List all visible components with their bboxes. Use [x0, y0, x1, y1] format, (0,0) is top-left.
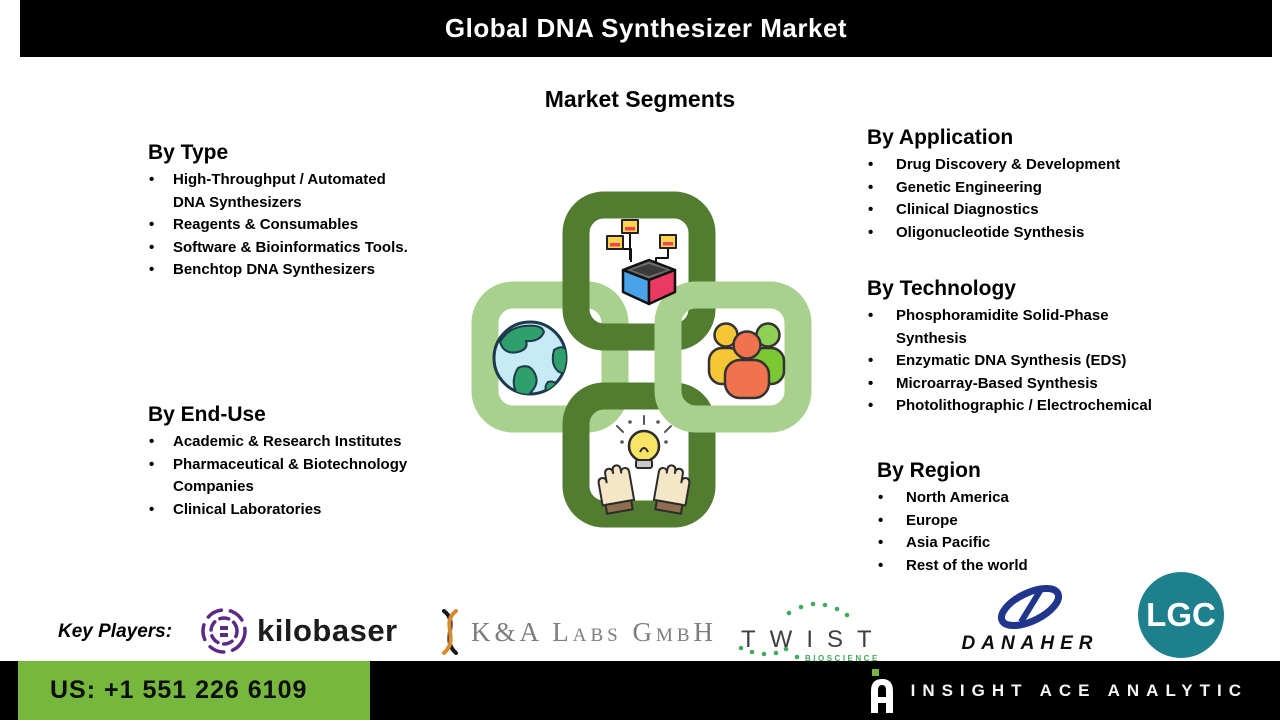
segment-heading: By Technology: [867, 277, 1016, 300]
link-left: [471, 281, 629, 433]
idea-hands-icon: [597, 415, 691, 515]
link-top: [562, 191, 716, 351]
title-bar: Global DNA Synthesizer Market: [20, 0, 1272, 57]
segment-list: High-Throughput / Automated DNA Synthesi…: [143, 169, 408, 282]
page-title: Global DNA Synthesizer Market: [444, 13, 848, 43]
segment-item: Drug Discovery & Development: [862, 154, 1182, 177]
segment-by-end-use: By End-Use Academic & Research Institute…: [143, 403, 408, 521]
segment-list: Phosphoramidite Solid-Phase Synthesis En…: [862, 305, 1168, 418]
segment-by-technology: By Technology Phosphoramidite Solid-Phas…: [862, 277, 1168, 418]
segment-item: Phosphoramidite Solid-Phase Synthesis: [862, 305, 1168, 350]
segment-item: Clinical Laboratories: [143, 499, 408, 522]
segment-list: North America Europe Asia Pacific Rest o…: [872, 487, 1172, 577]
segment-item: Asia Pacific: [872, 532, 1172, 555]
segment-item: Pharmaceutical & Biotechnology Companies: [143, 454, 408, 499]
lgc-wordmark: LGC: [1146, 596, 1216, 633]
phone-number: US: +1 551 226 6109: [50, 676, 308, 704]
chain-links-svg: [471, 191, 812, 528]
lgc-logo: LGC: [1138, 572, 1224, 658]
segment-item: Rest of the world: [872, 555, 1172, 578]
ka-labs-wordmark: K&A Labs GmbH: [471, 616, 718, 647]
segment-by-region: By Region North America Europe Asia Paci…: [872, 459, 1172, 577]
segment-item: High-Throughput / Automated DNA Synthesi…: [143, 169, 408, 214]
brand-name: INSIGHT ACE ANALYTIC: [910, 680, 1248, 700]
segment-by-application: By Application Drug Discovery & Developm…: [862, 126, 1182, 244]
ka-labs-logo: K&A Labs GmbH: [438, 608, 717, 656]
segment-heading: By End-Use: [148, 403, 266, 426]
segment-item: Microarray-Based Synthesis: [862, 373, 1168, 396]
subtitle: Market Segments: [544, 86, 736, 112]
segment-item: Academic & Research Institutes: [143, 431, 408, 454]
insight-ace-brand: INSIGHT ACE ANALYTIC: [869, 661, 1248, 720]
danaher-emblem-icon: [997, 584, 1063, 630]
segment-item: North America: [872, 487, 1172, 510]
segment-heading: By Region: [877, 459, 981, 482]
segment-item: Genetic Engineering: [862, 177, 1182, 200]
segment-item: Reagents & Consumables: [143, 214, 408, 237]
danaher-logo: DANAHER: [952, 584, 1108, 660]
link-bottom: [562, 382, 716, 528]
key-players-label: Key Players:: [58, 621, 173, 642]
kilobaser-logo: kilobaser: [198, 604, 398, 658]
phone-box: US: +1 551 226 6109: [18, 661, 370, 720]
segment-list: Academic & Research Institutes Pharmaceu…: [143, 431, 408, 521]
segment-item: Enzymatic DNA Synthesis (EDS): [862, 350, 1168, 373]
segment-by-type: By Type High-Throughput / Automated DNA …: [143, 141, 408, 282]
segment-list: Drug Discovery & Development Genetic Eng…: [862, 154, 1182, 244]
globe-icon: [492, 320, 568, 396]
segment-heading: By Type: [148, 141, 229, 164]
dna-helix-icon: [442, 609, 458, 655]
segment-item: Clinical Diagnostics: [862, 199, 1182, 222]
twist-wordmark: TWIST: [741, 626, 886, 653]
segment-item: Software & Bioinformatics Tools.: [143, 237, 408, 260]
network-cube-icon: [606, 219, 677, 306]
people-group-icon: [707, 322, 786, 400]
segment-item: Oligonucleotide Synthesis: [862, 222, 1182, 245]
kilobaser-icon: [201, 608, 247, 654]
kilobaser-wordmark: kilobaser: [257, 613, 398, 648]
segment-heading: By Application: [867, 126, 1014, 149]
twist-bioscience-logo: TWIST BIOSCIENCE: [733, 598, 880, 663]
danaher-wordmark: DANAHER: [961, 633, 1099, 654]
insight-ace-logo-icon: [869, 668, 895, 713]
segment-item: Photolithographic / Electrochemical: [862, 395, 1168, 418]
segment-item: Benchtop DNA Synthesizers: [143, 259, 408, 282]
link-right: [654, 281, 812, 433]
twist-bioscience-label: BIOSCIENCE: [805, 654, 880, 663]
segment-item: Europe: [872, 510, 1172, 533]
twist-dots-icon: [738, 601, 850, 660]
interlocking-links-graphic: [460, 180, 820, 540]
